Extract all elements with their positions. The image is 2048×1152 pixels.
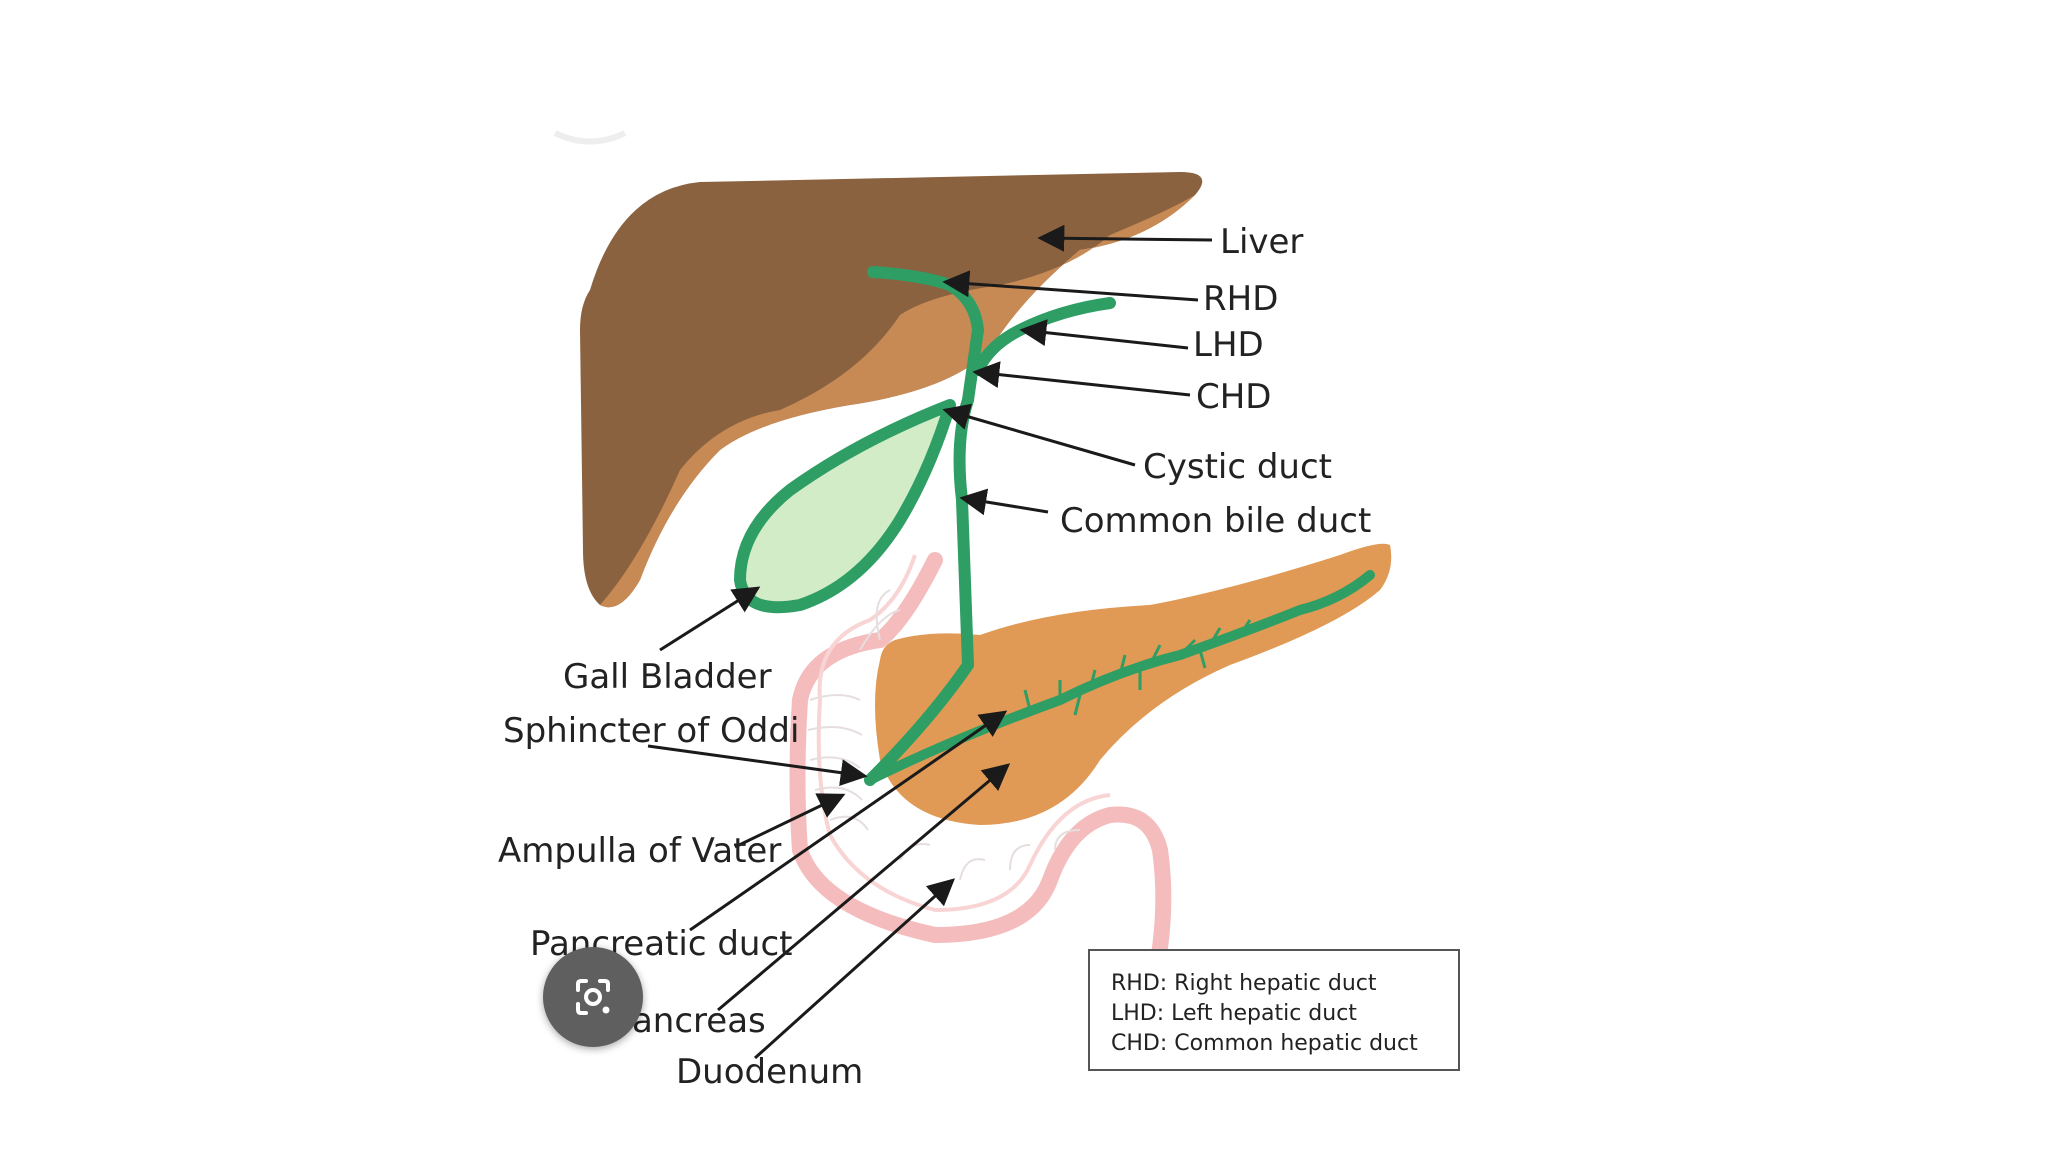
arrow-duodenum (753, 878, 956, 1060)
camera-search-icon (576, 979, 610, 1015)
legend-frame (1088, 949, 1460, 1071)
label-rhd: RHD (1203, 279, 1278, 319)
arrow-liver (1037, 224, 1213, 252)
legend-item-rhd: RHD: Right hepatic duct (1111, 971, 1377, 996)
arrow-rhd (942, 270, 1199, 302)
arrow-sphincter-of-oddi (647, 744, 868, 787)
duodenum-inner (816, 554, 1111, 913)
arrow-ampulla-of-vater (734, 793, 846, 849)
arrow-common-bile-duct (959, 488, 1049, 516)
label-sphincter-of-oddi: Sphincter of Oddi (503, 711, 799, 751)
label-gall-bladder: Gall Bladder (563, 657, 772, 697)
visual-search-button[interactable] (543, 947, 643, 1047)
background-remnant (553, 130, 627, 145)
arrow-lhd (1019, 319, 1189, 350)
label-chd: CHD (1196, 377, 1272, 417)
pancreas-shape (875, 543, 1392, 825)
arrow-pancreas (717, 763, 1011, 1012)
arrow-chd (972, 361, 1191, 397)
pancreatic-duct-path (865, 570, 1375, 785)
arrow-cystic-duct (942, 403, 1136, 467)
pancreatic-duct-branches (1023, 610, 1286, 716)
arrow-pancreatic-duct (689, 710, 1008, 932)
arrow-gall-bladder (659, 586, 761, 652)
annotation-arrows (647, 224, 1213, 1060)
legend-box: RHD: Right hepatic duct LHD: Left hepati… (1088, 949, 1460, 1071)
label-lhd: LHD (1193, 325, 1264, 365)
label-ampulla-of-vater: Ampulla of Vater (498, 831, 781, 871)
label-duodenum: Duodenum (676, 1052, 863, 1092)
common-bile-duct (864, 394, 974, 786)
label-common-bile-duct: Common bile duct (1060, 501, 1371, 541)
legend-item-lhd: LHD: Left hepatic duct (1111, 1001, 1357, 1026)
label-cystic-duct: Cystic duct (1143, 447, 1332, 487)
label-liver: Liver (1220, 222, 1303, 262)
legend-item-chd: CHD: Common hepatic duct (1111, 1031, 1418, 1056)
